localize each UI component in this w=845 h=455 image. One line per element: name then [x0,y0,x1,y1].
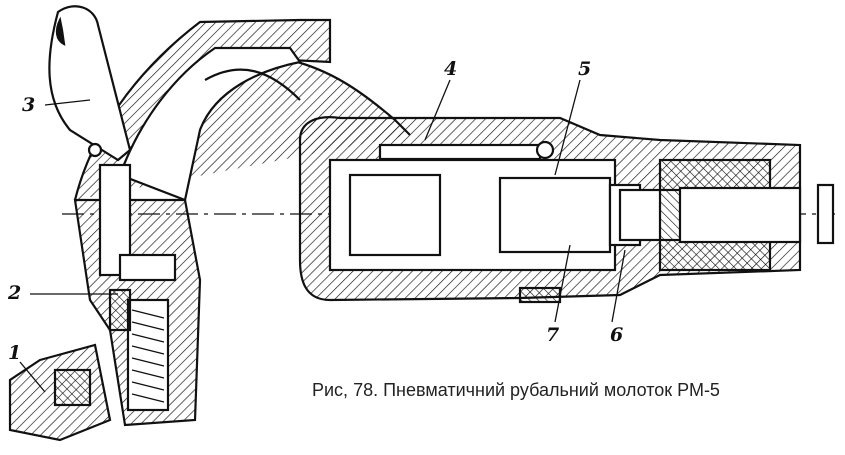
callout-5: 5 [578,58,592,80]
valve-grip [73,163,202,427]
air-inlet-nipple [8,343,112,442]
callout-7: 7 [546,324,560,346]
trigger-lever [48,5,132,162]
figure-caption: Рис, 78. Пневматичний рубальний молоток … [312,380,720,400]
barrel-housing [298,116,835,304]
callout-3: 3 [22,94,36,116]
callout-2: 2 [8,282,22,304]
callout-4: 4 [444,58,458,80]
leader-lines [19,79,626,393]
callout-6: 6 [610,324,624,346]
callout-1: 1 [8,342,22,364]
